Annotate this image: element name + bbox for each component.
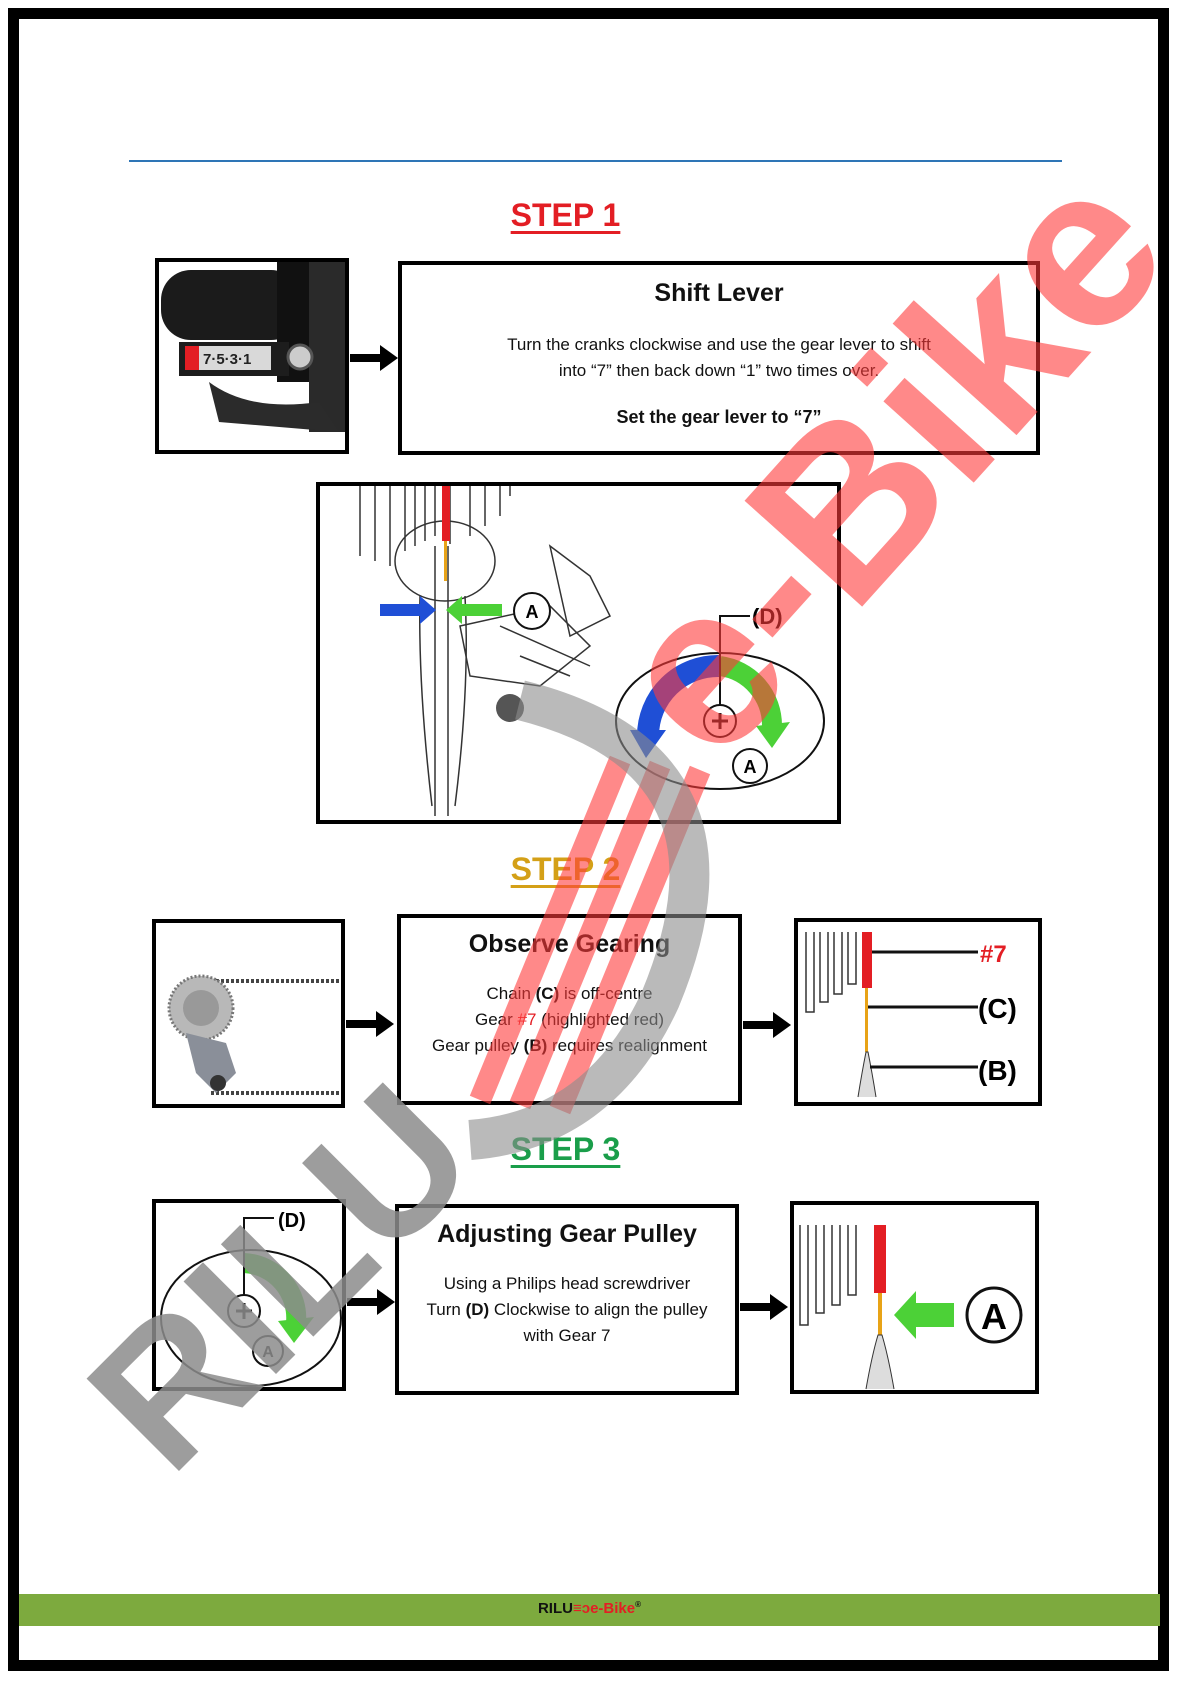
diagram-label-a2: A [744,757,757,777]
shift-lever-line2: into “7” then back down “1” two times ov… [558,361,880,380]
shift-lever-box: Shift Lever Turn the cranks clockwise an… [398,261,1040,455]
derailleur-illustration: A (D) A [359,486,825,816]
adjusting-pulley-line3: with Gear 7 [523,1326,611,1345]
lever-display-text: 7·5·3·1 [203,351,251,368]
derailleur-diagram: A (D) A [316,482,841,824]
cassette-photo [152,919,345,1108]
gearing-detail-diagram: #7 (C) (B) [794,918,1042,1106]
step3-label-d: (D) [278,1210,306,1232]
observe-gearing-line1: Chain (C) is off-centre [486,984,653,1003]
page-frame [8,8,1169,1671]
logo-swoosh-icon: ≡ɔ [572,1600,591,1617]
footer-bar: RILU≡ɔe-Bike® [19,1594,1160,1626]
step3-title: STEP 3 [510,1131,621,1167]
aligned-label-a: A [981,1296,1007,1337]
gearing-detail-illustration: #7 (C) (B) [805,932,1017,1098]
label-pulley-b: (B) [978,1055,1017,1086]
aligned-pulley-illustration: A [799,1225,1023,1390]
observe-gearing-line3: Gear pulley (B) requires realignment [432,1036,707,1055]
shift-lever-heading: Shift Lever [654,279,784,307]
step1-title: STEP 1 [510,197,621,233]
observe-gearing-heading: Observe Gearing [468,930,671,958]
arrow-icon [740,1294,788,1320]
arrow-icon [743,1012,791,1038]
diagram-label-d: (D) [752,604,783,629]
cassette-illustration [167,974,341,1095]
screw-adjust-illustration: (D) A [160,1210,342,1387]
label-gear-7: #7 [980,941,1007,968]
arrow-icon [347,1289,395,1315]
shift-lever-illustration: 7·5·3·1 [159,262,345,450]
arrow-icon [350,345,398,371]
aligned-pulley-diagram: A [790,1201,1039,1394]
diagram-label-a: A [526,602,539,622]
shift-lever-line1: Turn the cranks clockwise and use the ge… [507,335,931,354]
adjusting-pulley-line2: Turn (D) Clockwise to align the pulley [426,1300,708,1319]
screw-adjust-diagram: (D) A [152,1199,346,1391]
arrow-icon [346,1011,394,1037]
observe-gearing-line2: Gear #7 (highlighted red) [474,1010,665,1029]
step3-label-a: A [262,1344,274,1361]
adjusting-pulley-heading: Adjusting Gear Pulley [437,1220,697,1248]
shift-lever-instruction: Set the gear lever to “7” [616,407,822,427]
footer-logo: RILU≡ɔe-Bike® [537,1600,642,1617]
observe-gearing-box: Observe Gearing Chain (C) is off-centre … [397,914,742,1105]
adjusting-pulley-line1: Using a Philips head screwdriver [443,1274,691,1293]
header-rule [129,160,1062,162]
adjusting-pulley-box: Adjusting Gear Pulley Using a Philips he… [395,1204,739,1395]
shift-lever-photo: 7·5·3·1 [155,258,349,454]
step2-title: STEP 2 [510,851,621,887]
label-chain-c: (C) [978,993,1017,1024]
